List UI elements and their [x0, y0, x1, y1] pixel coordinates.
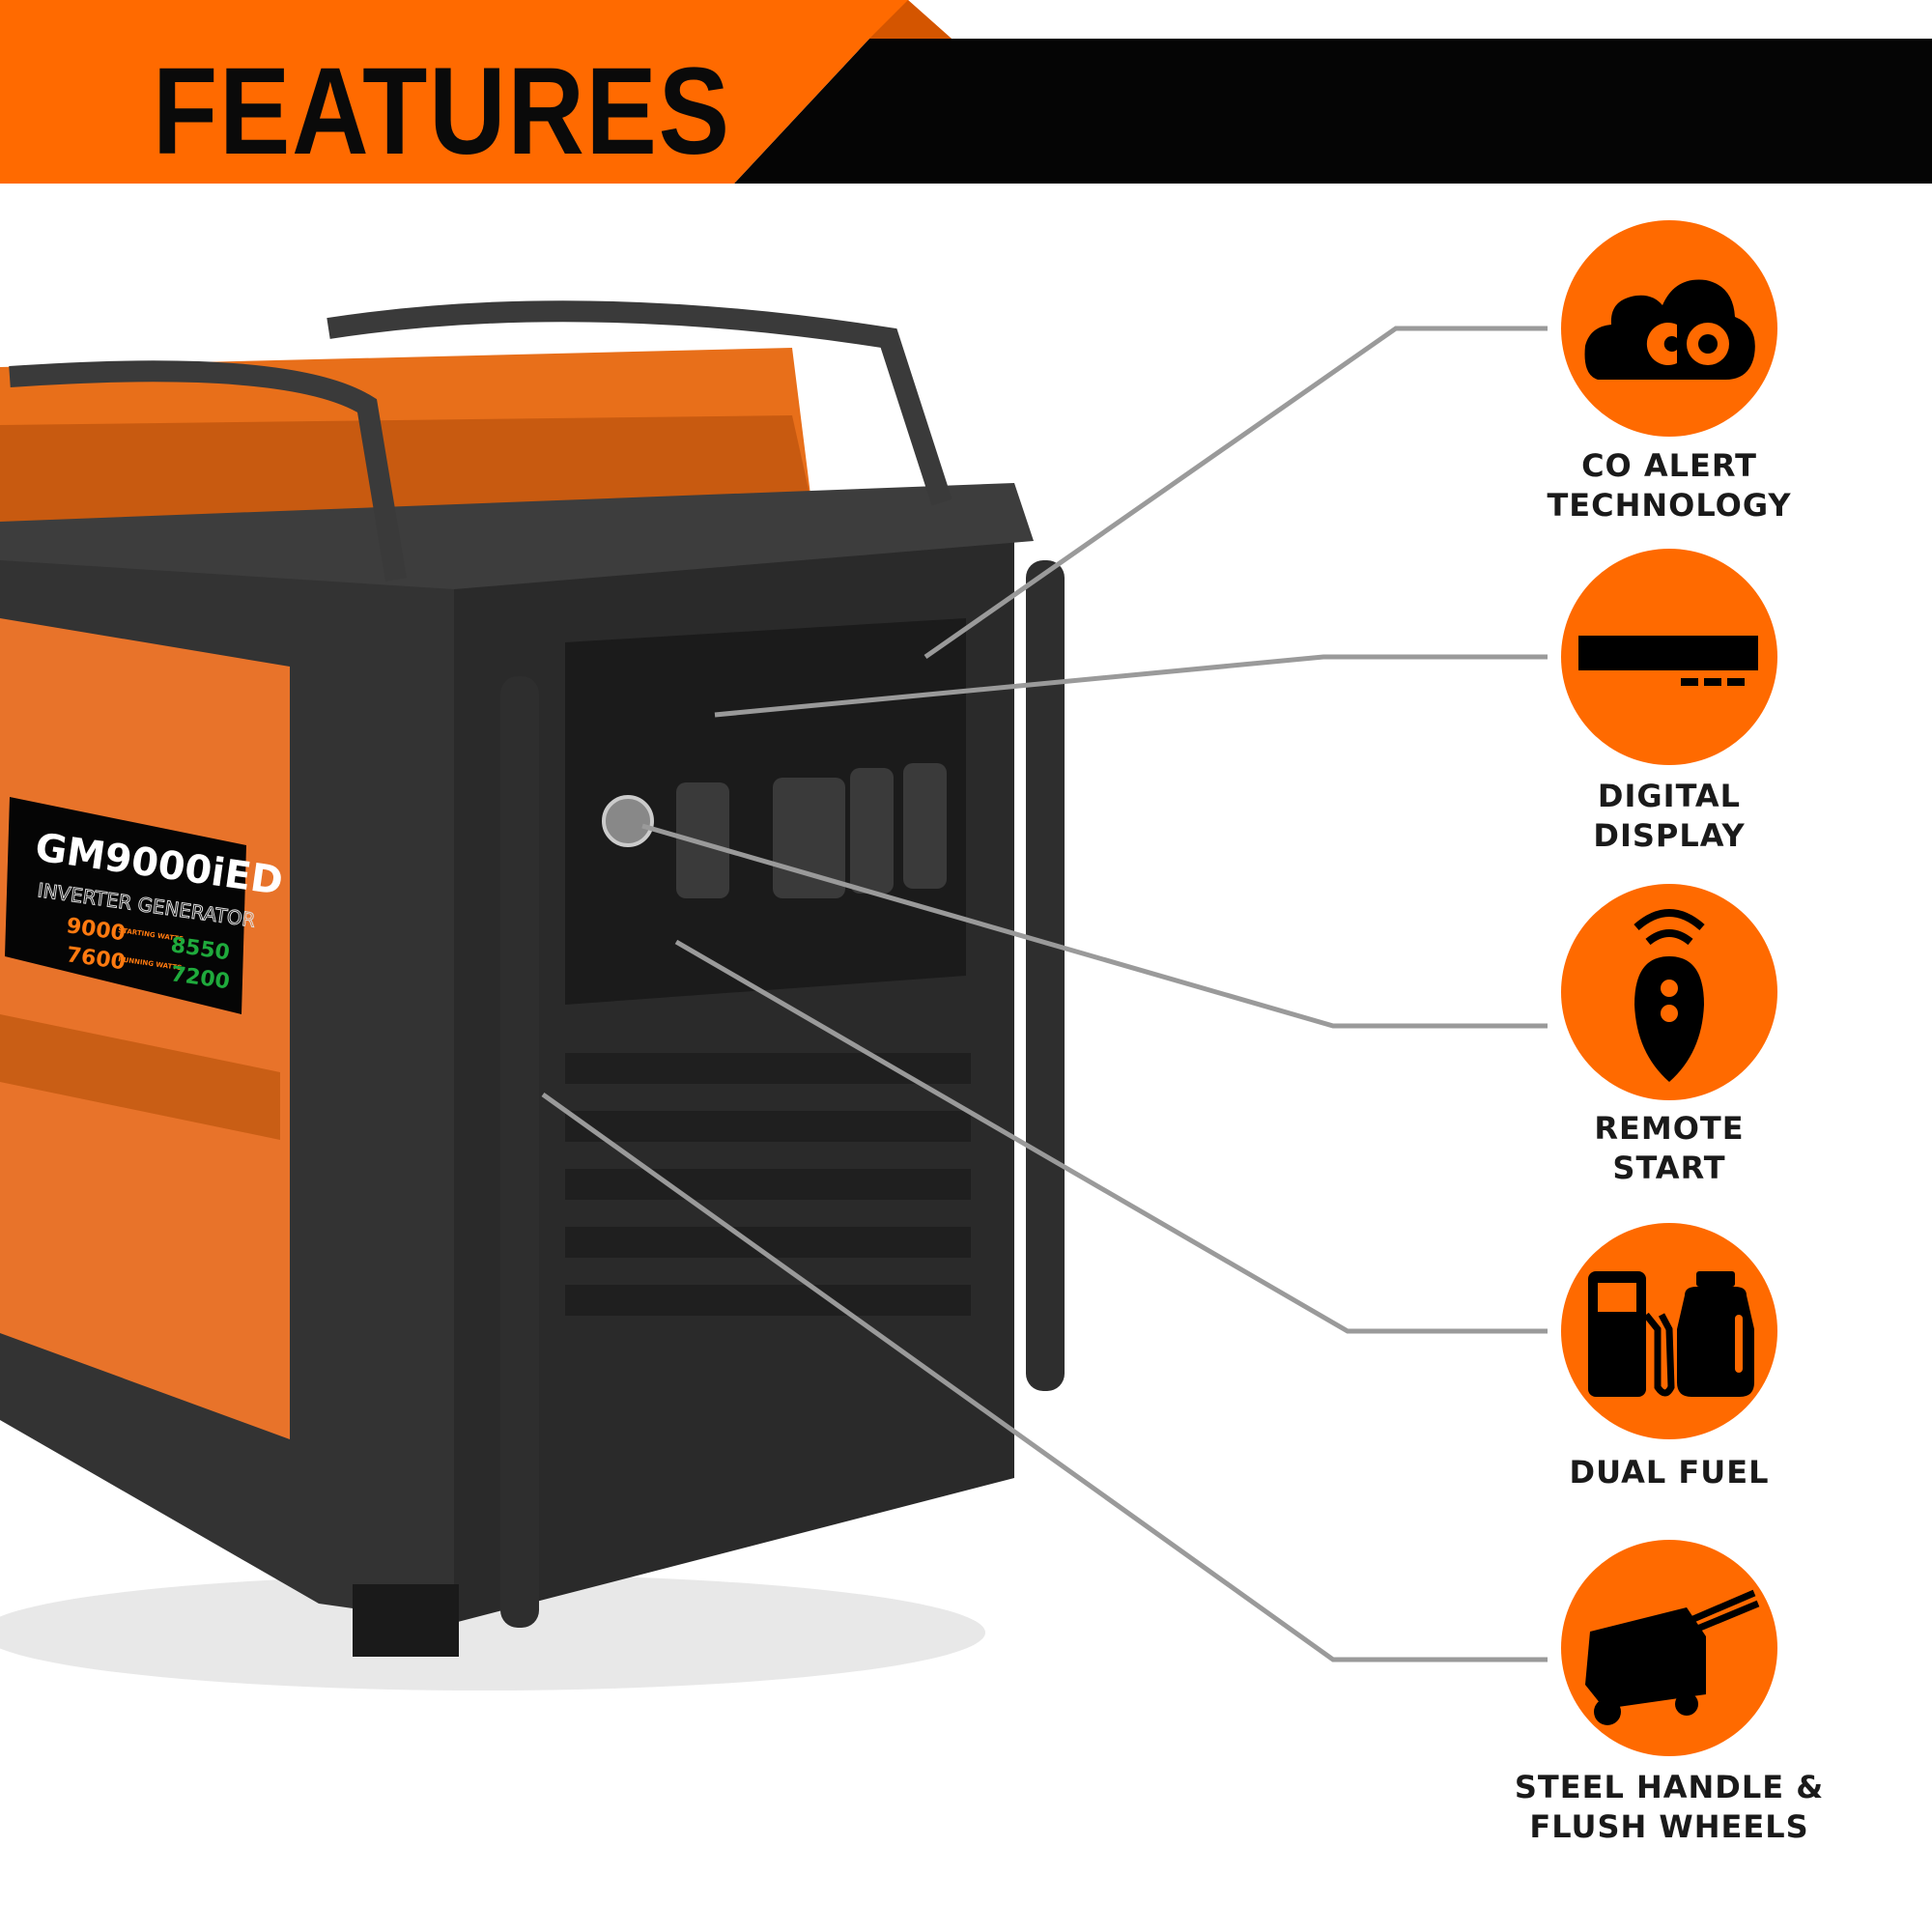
leader-line-co — [923, 326, 1548, 660]
dual-fuel-icon — [1588, 1271, 1754, 1397]
generator-image: GM9000iED INVERTER GENERATOR 9000 7600 S… — [0, 300, 1065, 1690]
remote-start-icon — [1634, 909, 1705, 1082]
digital-display-badge — [1561, 549, 1777, 765]
feature-label-remote: REMOTE START — [1594, 1110, 1745, 1186]
header-orange-tip — [869, 0, 952, 39]
co-alert-badge — [1561, 220, 1777, 437]
co-cloud-icon — [1584, 279, 1755, 380]
remote-start-badge — [1561, 884, 1777, 1100]
leader-lines — [541, 326, 1548, 1662]
dual-fuel-badge — [1561, 1223, 1777, 1439]
steel-handle-badge — [1561, 1540, 1777, 1756]
feature-label-handle: STEEL HANDLE & FLUSH WHEELS — [1514, 1769, 1825, 1845]
page-title: FEATURES — [153, 43, 731, 181]
leader-line-fuel — [674, 939, 1548, 1334]
generator-wheels-icon — [1585, 1589, 1760, 1725]
feature-label-display: DIGITAL DISPLAY — [1593, 778, 1746, 854]
leader-line-remote — [641, 823, 1548, 1029]
header-black-band — [734, 39, 1932, 184]
leader-line-display — [714, 654, 1548, 718]
leader-line-handle — [541, 1092, 1548, 1662]
feature-label-co: CO ALERT TECHNOLOGY — [1547, 447, 1792, 524]
header-orange-band — [0, 0, 952, 184]
digital-display-icon — [1578, 636, 1758, 686]
feature-label-fuel: DUAL FUEL — [1569, 1454, 1770, 1491]
